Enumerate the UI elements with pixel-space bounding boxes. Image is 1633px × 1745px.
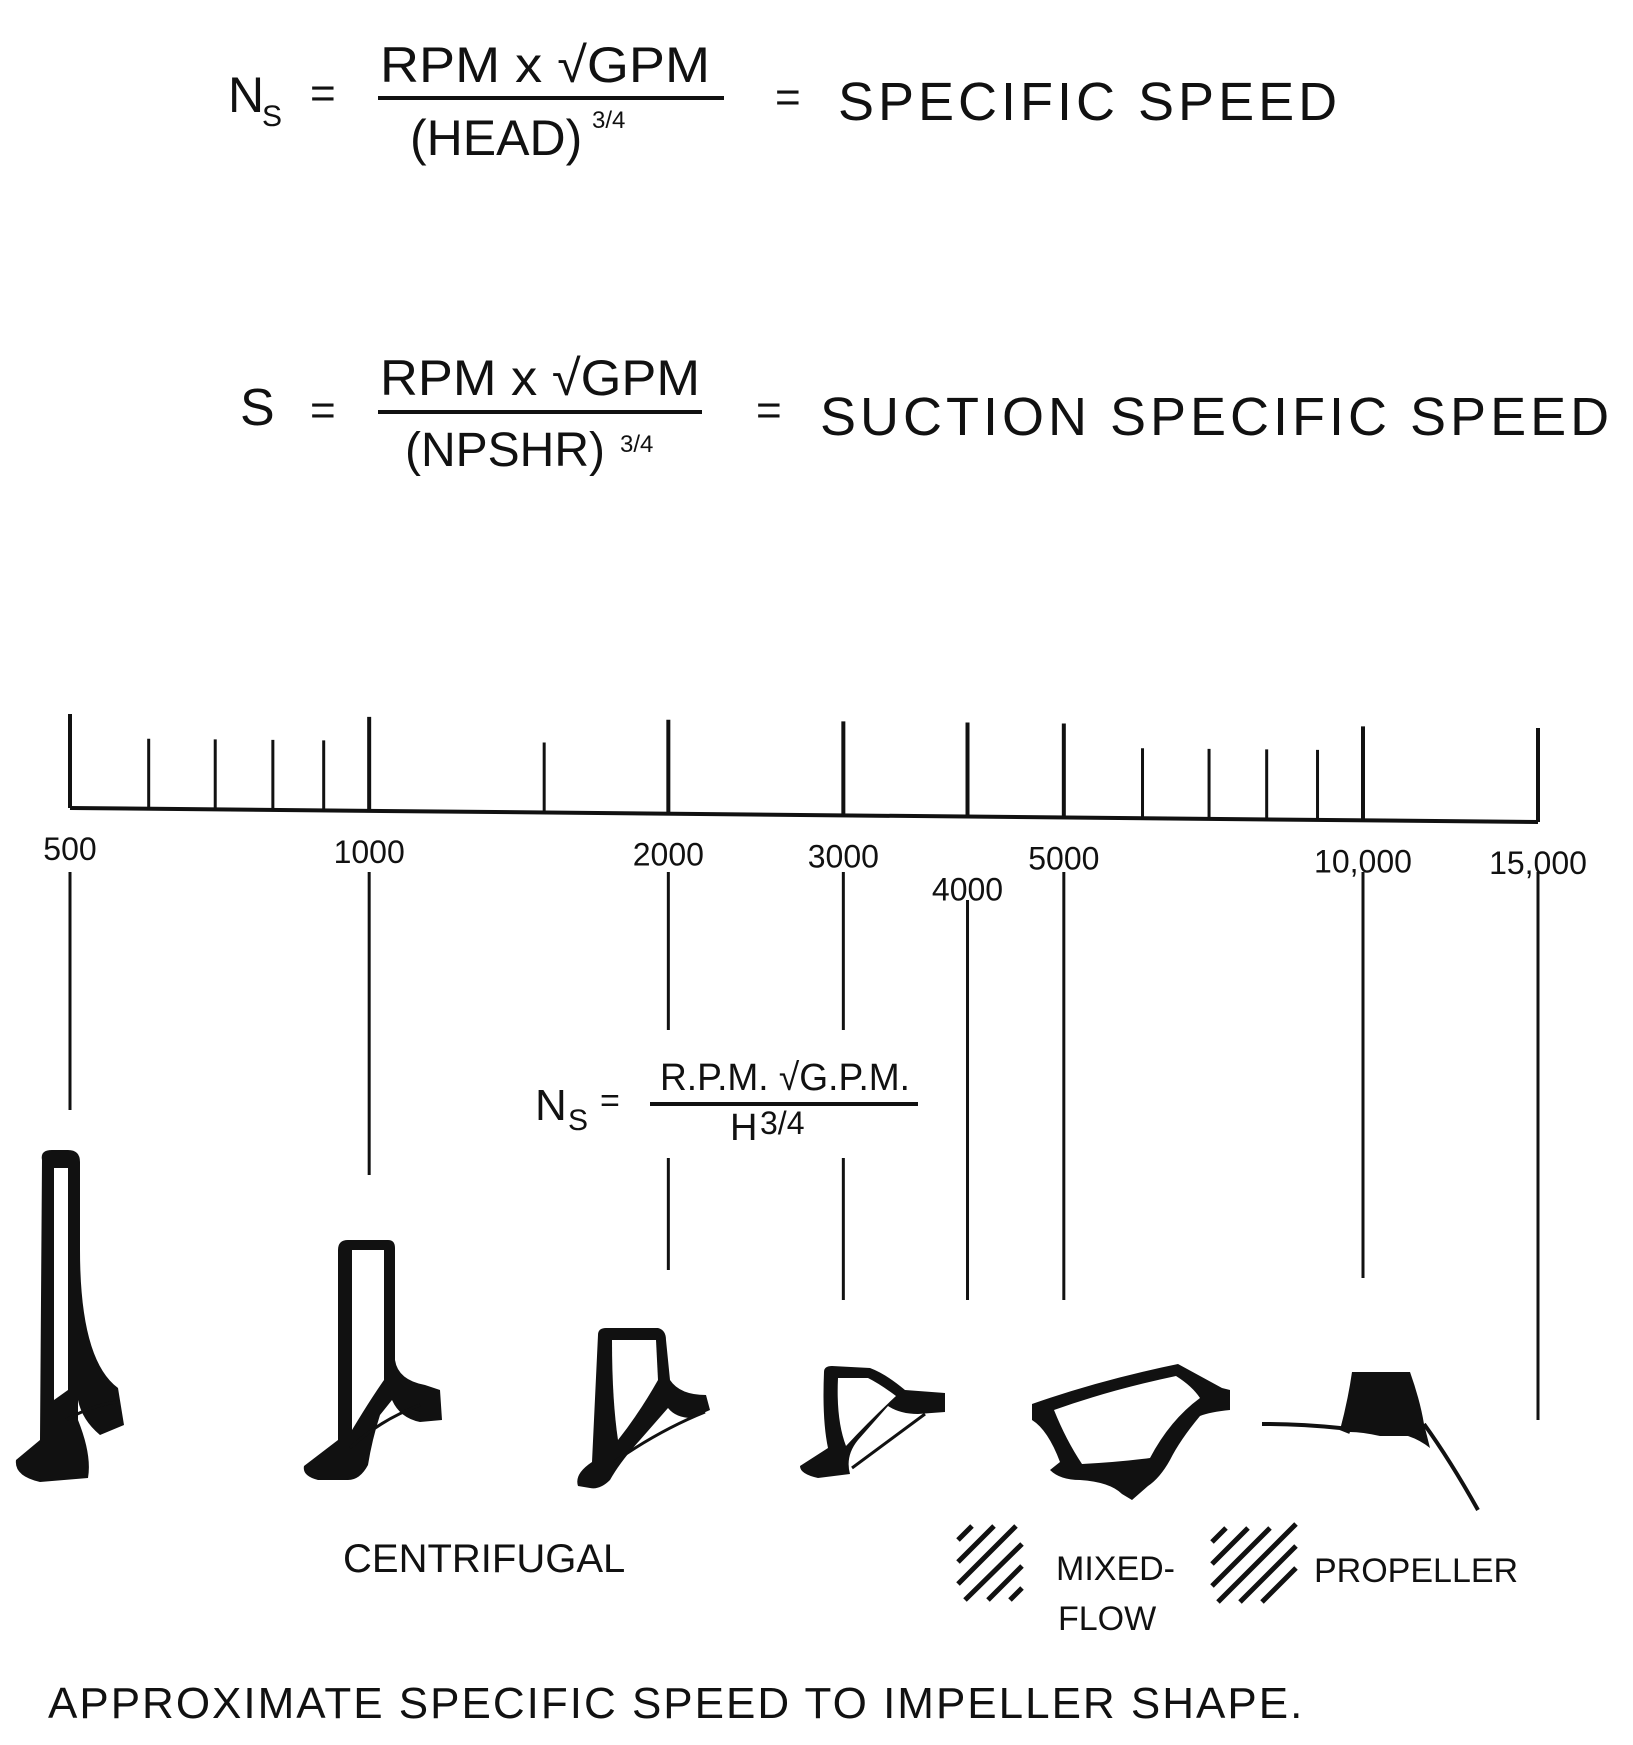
impeller-francis-2000 <box>577 1328 710 1489</box>
formula3-denominator: H <box>730 1107 757 1149</box>
formula3-exponent: 3/4 <box>760 1105 804 1141</box>
formula2-equals-2: = <box>756 386 782 435</box>
formula2-equals: = <box>310 386 336 435</box>
impeller-radial-1000 <box>303 1240 442 1480</box>
formula3-equals: = <box>600 1082 620 1120</box>
impeller-francis-3000 <box>800 1366 945 1478</box>
formula2-label: SUCTION SPECIFIC SPEED <box>820 387 1613 447</box>
propeller-label: PROPELLER <box>1314 1552 1518 1590</box>
mixed-flow-label-line1: MIXED- <box>1056 1550 1175 1588</box>
formula1-numerator: RPM x √GPM <box>380 37 710 93</box>
formula1-equals-2: = <box>775 73 801 122</box>
major-ticks <box>68 714 1540 822</box>
formula3-lhs: N <box>535 1081 567 1130</box>
formula1-denominator: (HEAD) <box>410 110 582 166</box>
scale-axis-line <box>69 806 1539 824</box>
formula3-lhs-subscript: S <box>568 1104 588 1137</box>
formula1-lhs-subscript: S <box>262 100 282 133</box>
tick-label-1000: 1000 <box>334 834 405 870</box>
propeller-hatch-icon <box>1210 1522 1298 1604</box>
drop-lines <box>68 872 1540 1420</box>
impeller-profiles <box>15 1150 1480 1511</box>
tick-label-5000: 5000 <box>1028 840 1099 876</box>
impeller-propeller-10000 <box>1261 1372 1480 1511</box>
impeller-mixed-flow-5000 <box>1032 1364 1230 1500</box>
impeller-radial-500 <box>15 1150 124 1482</box>
figure-caption: APPROXIMATE SPECIFIC SPEED TO IMPELLER S… <box>48 1679 1304 1728</box>
suction-specific-speed-formula: S = RPM x √GPM (NPSHR) 3/4 = SUCTION SPE… <box>240 350 1613 477</box>
formula2-lhs: S <box>240 379 275 437</box>
ns-small-formula: N S = R.P.M. √G.P.M. H 3/4 <box>535 1057 918 1149</box>
formula2-numerator: RPM x √GPM <box>380 350 700 406</box>
formula1-equals: = <box>310 69 336 118</box>
formula1-lhs: N <box>228 67 264 123</box>
formula1-exponent: 3/4 <box>592 107 625 134</box>
category-legend: CENTRIFUGAL MIXED- FLOW PROPELLER <box>343 1522 1518 1638</box>
formula3-numerator: R.P.M. √G.P.M. <box>660 1057 910 1099</box>
tick-label-2000: 2000 <box>633 837 704 873</box>
formula2-denominator: (NPSHR) <box>405 424 605 477</box>
tick-label-500: 500 <box>43 831 96 867</box>
mixed-flow-hatch-icon <box>956 1524 1024 1602</box>
tick-label-3000: 3000 <box>808 838 879 874</box>
centrifugal-label: CENTRIFUGAL <box>343 1537 625 1581</box>
minor-ticks <box>147 738 1320 820</box>
mixed-flow-label-line2: FLOW <box>1058 1600 1156 1638</box>
formula1-label: SPECIFIC SPEED <box>838 72 1341 132</box>
formula2-exponent: 3/4 <box>620 431 653 458</box>
specific-speed-formula: N S = RPM x √GPM (HEAD) 3/4 = SPECIFIC S… <box>228 37 1341 166</box>
